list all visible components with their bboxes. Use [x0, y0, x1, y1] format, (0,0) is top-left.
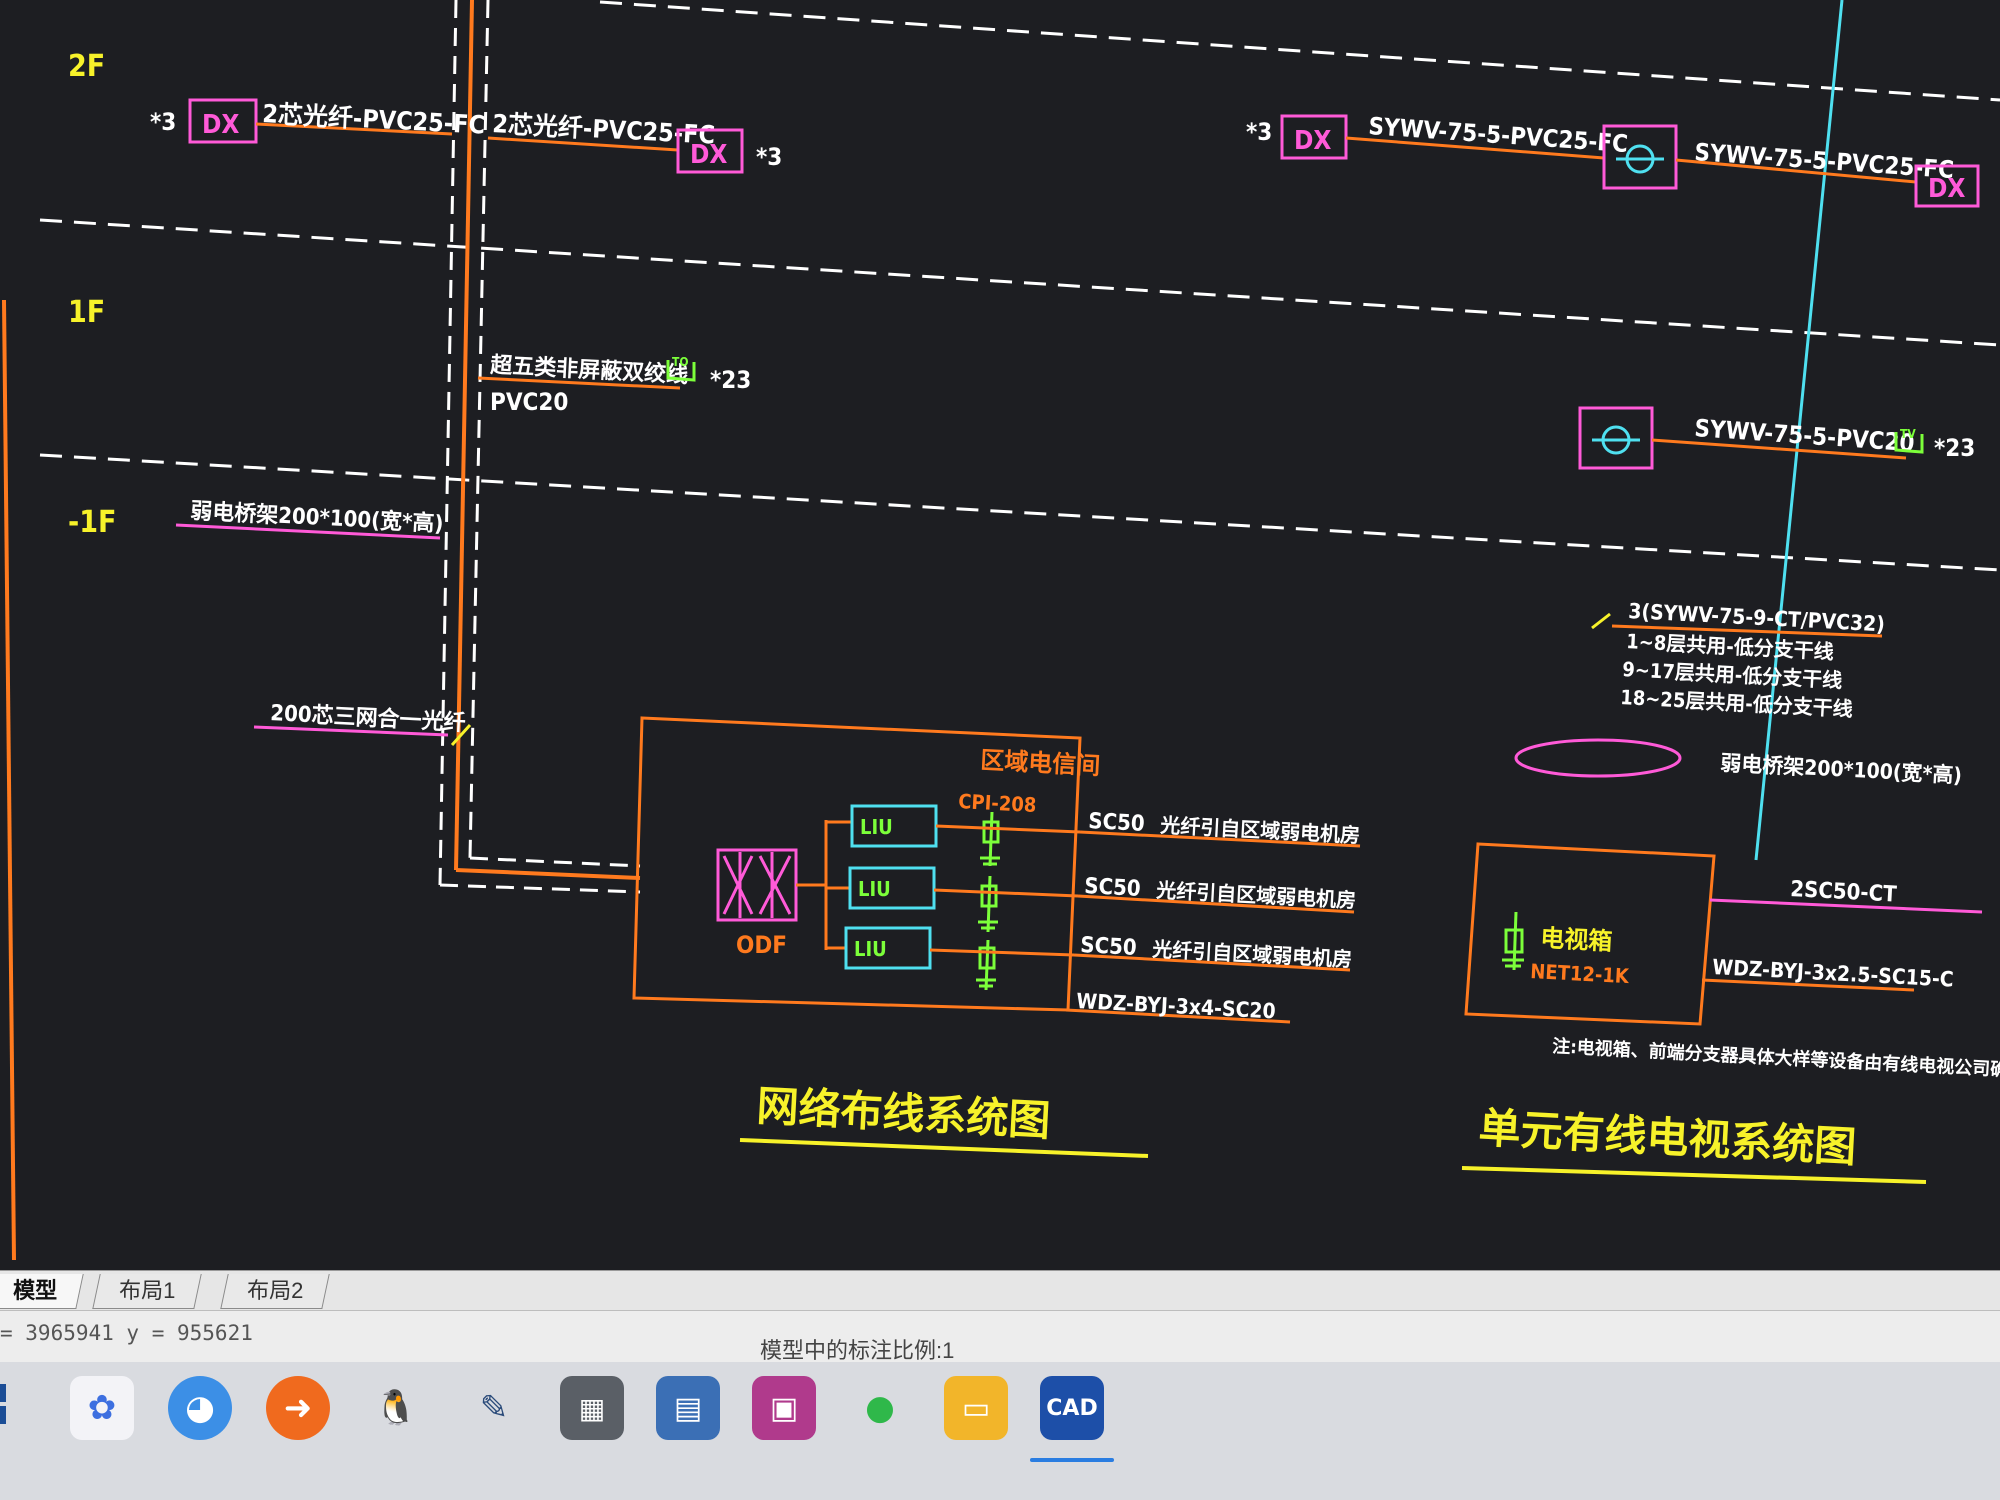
edge-browser-icon[interactable]: ◕	[168, 1376, 232, 1440]
surge-protector-icons	[976, 811, 1000, 991]
layout-tabs: 模型 布局1 布局2	[0, 1270, 2000, 1311]
trunk-line	[253, 725, 449, 737]
liu-label: LIU	[860, 815, 893, 839]
tv-count: *23	[1934, 434, 1975, 462]
liu-label: LIU	[858, 877, 891, 901]
floor-divider-lines	[39, 0, 2000, 572]
tab-layout1[interactable]: 布局1	[92, 1274, 202, 1309]
catv-power-line	[1701, 978, 1915, 992]
outlet-cable-label: 2芯光纤-PVC25-FC	[262, 99, 486, 140]
feeder-conduit: SC50	[1080, 933, 1138, 961]
network-title-underline	[739, 1138, 1149, 1158]
room-label: 区域电信间	[980, 746, 1101, 780]
catv-riser	[1754, 0, 1844, 861]
liu-label: LIU	[854, 937, 887, 961]
archive-icon[interactable]: ▣	[752, 1376, 816, 1440]
info-outlet[interactable]: 超五类非屏蔽双绞线 PVC20 TO *23	[477, 352, 751, 416]
tab-layout2[interactable]: 布局2	[220, 1274, 330, 1309]
dx-box-label: DX	[1928, 174, 1965, 204]
power-cable-label: WDZ-BYJ-3x4-SC20	[1076, 989, 1277, 1023]
catv-diagram-title: 单元有线电视系统图	[1477, 1103, 1857, 1172]
tray-line	[175, 523, 441, 540]
qq-penguin-icon[interactable]: 🐧	[374, 1388, 418, 1428]
amplifier-icon	[1502, 911, 1524, 971]
tray-label-catv: 弱电桥架200*100(宽*高)	[1720, 751, 1963, 788]
feeder-conduit: SC50	[1084, 874, 1142, 902]
cad-app-icon[interactable]: CAD	[1040, 1376, 1104, 1440]
riser-note-tick	[1591, 612, 1611, 630]
windows-start-icon[interactable]	[0, 1384, 14, 1424]
spreadsheet-icon[interactable]: ▤	[656, 1376, 720, 1440]
info-count: *23	[710, 366, 751, 394]
tray-section-ellipse	[1514, 738, 1682, 778]
pen-tool-icon[interactable]: ✎	[479, 1388, 509, 1428]
cad-drawing-canvas[interactable]: 2F 1F -1F *3 DX 2芯光纤-PVC25-FC 2芯光纤-PVC25…	[0, 0, 2000, 1270]
riser-note-line	[1611, 624, 1883, 638]
tv-distribution-box[interactable]: 电视箱 NET12-1K	[1464, 842, 1716, 1026]
tv-box-model: NET12-1K	[1530, 959, 1631, 988]
catv-outlet-2f[interactable]: *3 DX SYWV-75-5-PVC25-FC SYWV-75-5-PVC25…	[1246, 112, 1980, 208]
network-outlet-right[interactable]: 2芯光纤-PVC25-FC DX *3	[487, 109, 782, 174]
feeder-conduit: SC50	[1088, 809, 1146, 837]
dx-box-label: DX	[690, 140, 727, 170]
active-app-indicator	[1030, 1458, 1114, 1462]
outlet-count: *3	[150, 108, 176, 136]
wechat-icon[interactable]: ●	[865, 1388, 895, 1428]
transfer-app-icon[interactable]: ➜	[266, 1376, 330, 1440]
telecom-room[interactable]: 区域电信间 CPI-208 ODF LIU LIU LIU	[632, 716, 1101, 1012]
liu-unit-3	[844, 926, 932, 970]
cursor-coordinates: = 3965941 y = 955621	[0, 1321, 253, 1345]
catv-outlet-1f[interactable]: SYWV-75-5-PVC20 TV *23	[1578, 406, 1975, 470]
network-feeders	[1065, 830, 1361, 1024]
info-conduit-label: PVC20	[490, 388, 568, 416]
network-diagram-title: 网络布线系统图	[755, 1081, 1051, 1145]
catv-title-underline	[1461, 1166, 1927, 1184]
splitter-box	[1602, 124, 1678, 190]
network-riser	[438, 0, 641, 894]
network-outlet-left[interactable]: *3 DX 2芯光纤-PVC25-FC	[150, 98, 486, 144]
liu-unit-2	[848, 866, 936, 910]
cpi-label: CPI-208	[958, 789, 1037, 817]
annotation-scale[interactable]: 模型中的标注比例:1	[760, 1338, 955, 1363]
feeder-desc: 光纤引自区域弱电机房	[1151, 937, 1353, 971]
trunk-label: 200芯三网合一光纤	[270, 700, 466, 736]
odf-label: ODF	[736, 931, 787, 959]
floor-label-1f: 1F	[68, 295, 105, 330]
cad-drawing: 2F 1F -1F *3 DX 2芯光纤-PVC25-FC 2芯光纤-PVC25…	[2, 0, 2000, 1261]
calculator-icon[interactable]: ▦	[560, 1376, 624, 1440]
catv-note: 注:电视箱、前端分支器具体大样等设备由有线电视公司确定	[1552, 1035, 2000, 1082]
catv-feed-line	[1709, 898, 1983, 914]
windows-taskbar: ✿ ◕ ➜ 🐧 ✎ ▦ ▤ ▣ ● ▭ CAD	[0, 1362, 2000, 1500]
to-symbol: TO	[672, 355, 689, 369]
floor-label-b1f: -1F	[68, 505, 116, 540]
left-edge-line	[2, 299, 16, 1261]
catv-feed-label: 2SC50-CT	[1790, 877, 1898, 908]
floor-label-2f: 2F	[68, 49, 105, 84]
file-explorer-icon[interactable]: ▭	[944, 1376, 1008, 1440]
dx-box-label: DX	[202, 110, 239, 140]
tv-symbol: TV	[1900, 427, 1916, 441]
catv-count: *3	[1246, 118, 1272, 146]
tv-box-label: 电视箱	[1540, 924, 1613, 956]
outlet-count: *3	[756, 143, 782, 171]
baidu-netdisk-icon[interactable]: ✿	[70, 1376, 134, 1440]
tab-model[interactable]: 模型	[0, 1274, 84, 1309]
trunk-tick	[450, 723, 472, 747]
dx-box-label: DX	[1294, 126, 1331, 156]
odf-icon	[716, 848, 798, 922]
splitter-box	[1578, 406, 1654, 470]
status-bar: = 3965941 y = 955621 模型中的标注比例:1	[0, 1310, 2000, 1363]
